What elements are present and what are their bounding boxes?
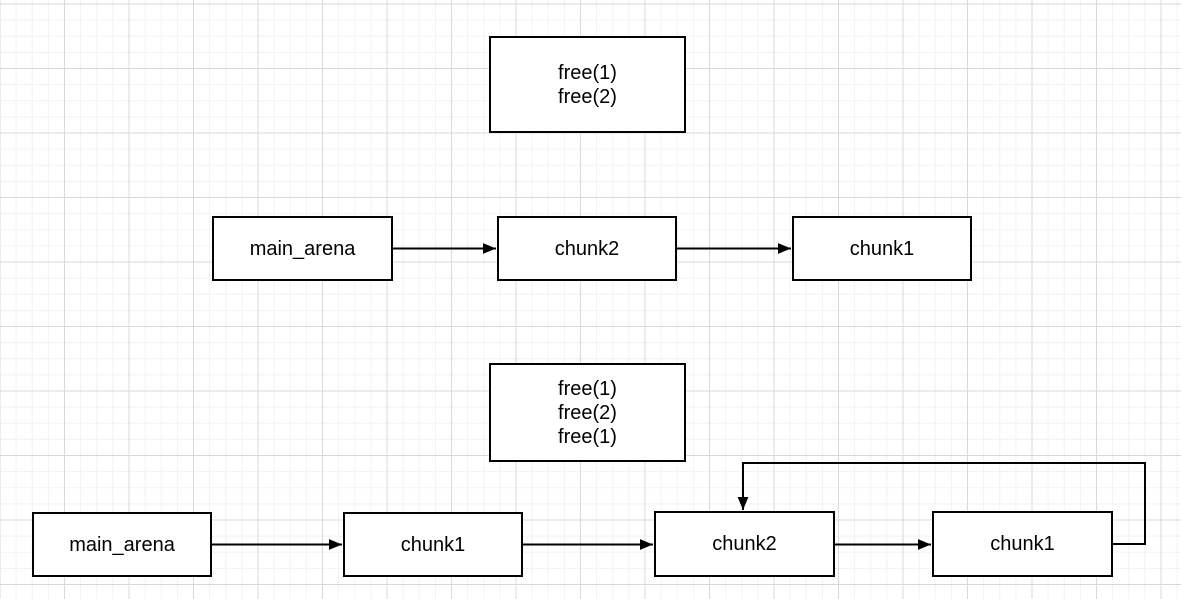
node-chunk2-1[interactable]: chunk2: [497, 216, 677, 281]
free-calls-box-1[interactable]: free(1) free(2): [489, 36, 686, 133]
node-label: main_arena: [249, 237, 356, 260]
free-call-line: free(2): [558, 401, 617, 424]
node-chunk1-1[interactable]: chunk1: [792, 216, 972, 281]
node-label: chunk1: [849, 237, 915, 260]
node-label: main_arena: [69, 533, 175, 556]
node-chunk1-2[interactable]: chunk1: [343, 512, 523, 577]
free-call-line: free(2): [558, 85, 617, 108]
node-label: chunk2: [712, 533, 777, 555]
node-label: chunk1: [400, 533, 466, 556]
free-call-line: free(1): [558, 61, 617, 84]
node-label: chunk2: [554, 237, 620, 260]
node-chunk2-2[interactable]: chunk2: [654, 511, 835, 577]
free-call-line: free(1): [558, 377, 617, 400]
node-main-arena-2[interactable]: main_arena: [32, 512, 212, 577]
free-call-line: free(1): [558, 425, 617, 448]
node-main-arena-1[interactable]: main_arena: [212, 216, 393, 281]
node-chunk1-3[interactable]: chunk1: [932, 511, 1113, 577]
free-calls-box-2[interactable]: free(1) free(2) free(1): [489, 363, 686, 462]
node-label: chunk1: [990, 533, 1055, 555]
